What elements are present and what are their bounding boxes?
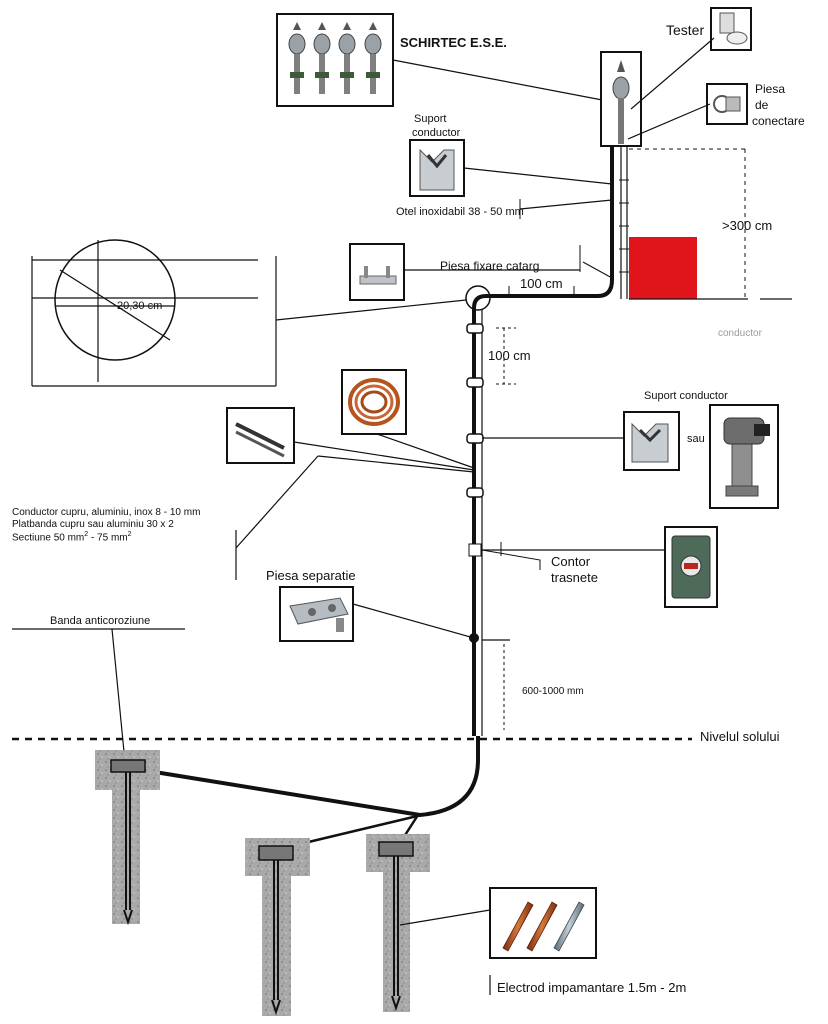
- faded-label: conductor: [718, 328, 762, 339]
- flat-bar-icon: [235, 422, 285, 458]
- support-top-label-2: conductor: [412, 127, 461, 139]
- conductor-spec-3: Sectiune 50 mm2 - 75 mm2: [12, 531, 132, 544]
- mast: [619, 146, 629, 299]
- roof-conductor: [505, 146, 614, 298]
- connect-piece-label-1: Piesa: [755, 82, 786, 96]
- connector-box: [706, 83, 748, 125]
- separation-joint: [469, 633, 479, 643]
- stainless-steel-label: Otel inoxidabil 38 - 50 mm: [396, 206, 524, 218]
- tester-box: [710, 7, 752, 51]
- loop-circle: [54, 239, 176, 361]
- rod-set-box: [276, 13, 394, 107]
- electrode-label: Electrod impamantare 1.5m - 2m: [497, 980, 687, 995]
- lightning-rod-set-icon: [288, 22, 382, 94]
- post-support-icon: [723, 417, 770, 497]
- height-label: >300 cm: [722, 218, 773, 233]
- flat-bar-box: [226, 407, 295, 464]
- tester-label: Tester: [666, 22, 705, 38]
- brand-label: SCHIRTEC E.S.E.: [400, 35, 507, 50]
- conductor-spec-2: Platbanda cupru sau aluminiu 30 x 2: [12, 519, 174, 530]
- anticorrosion-band-label: Banda anticoroziune: [50, 615, 151, 627]
- support-right-label: Suport conductor: [644, 390, 728, 402]
- loop-detail-box: [31, 239, 277, 387]
- alt-support-box: [709, 404, 779, 509]
- conductor-support-top-box: [409, 139, 465, 197]
- connector-clamp-icon: [713, 95, 741, 113]
- ground-electrodes-icon: [502, 901, 585, 952]
- ground-electrode-1: [95, 750, 160, 926]
- counter-box: [664, 526, 718, 608]
- underground-conductor: [129, 736, 480, 818]
- loop-size-label: 20,30 cm: [117, 300, 163, 312]
- conductor-support-right-box: [623, 411, 680, 471]
- lightning-counter-icon: [671, 535, 711, 599]
- mast-top-box: [600, 51, 642, 147]
- conductor-support-icon: [631, 422, 669, 463]
- copper-coil-box: [341, 369, 407, 435]
- conductor-clips: [466, 323, 484, 498]
- counter-label-1: Contor: [551, 554, 591, 569]
- down-conductor: [472, 294, 505, 736]
- conductor-spec-1: Conductor cupru, aluminiu, inox 8 - 10 m…: [12, 507, 201, 518]
- separation-clamp-icon: [289, 597, 349, 632]
- separation-piece-box: [279, 586, 354, 642]
- ground-electrode-2: [245, 838, 310, 1016]
- separation-piece-label: Piesa separatie: [266, 568, 356, 583]
- counter-label-2: trasnete: [551, 570, 598, 585]
- mast-fixing-bracket-icon: [359, 266, 397, 285]
- electrodes-box: [489, 887, 597, 959]
- tester-device-icon: [719, 12, 748, 45]
- ground-electrode-3: [366, 834, 430, 1012]
- separation-height-label: 600-1000 mm: [522, 686, 584, 697]
- connect-piece-label-2: de: [755, 98, 769, 112]
- connect-piece-label-3: conectare: [752, 114, 805, 128]
- vertical-spacing-label: 100 cm: [488, 348, 531, 363]
- mast-fixing-box: [349, 243, 405, 301]
- horizontal-spacing-label: 100 cm: [520, 276, 563, 291]
- support-top-label-1: Suport: [414, 113, 447, 125]
- conductor-support-icon: [419, 148, 455, 191]
- roof-block: [629, 237, 697, 299]
- air-terminal-icon: [612, 60, 630, 144]
- copper-coil-icon: [348, 378, 400, 426]
- counter-mount: [468, 543, 482, 557]
- ground-level-label: Nivelul solului: [700, 729, 780, 744]
- or-label: sau: [687, 433, 705, 445]
- mast-fixing-label: Piesa fixare catarg: [440, 259, 540, 273]
